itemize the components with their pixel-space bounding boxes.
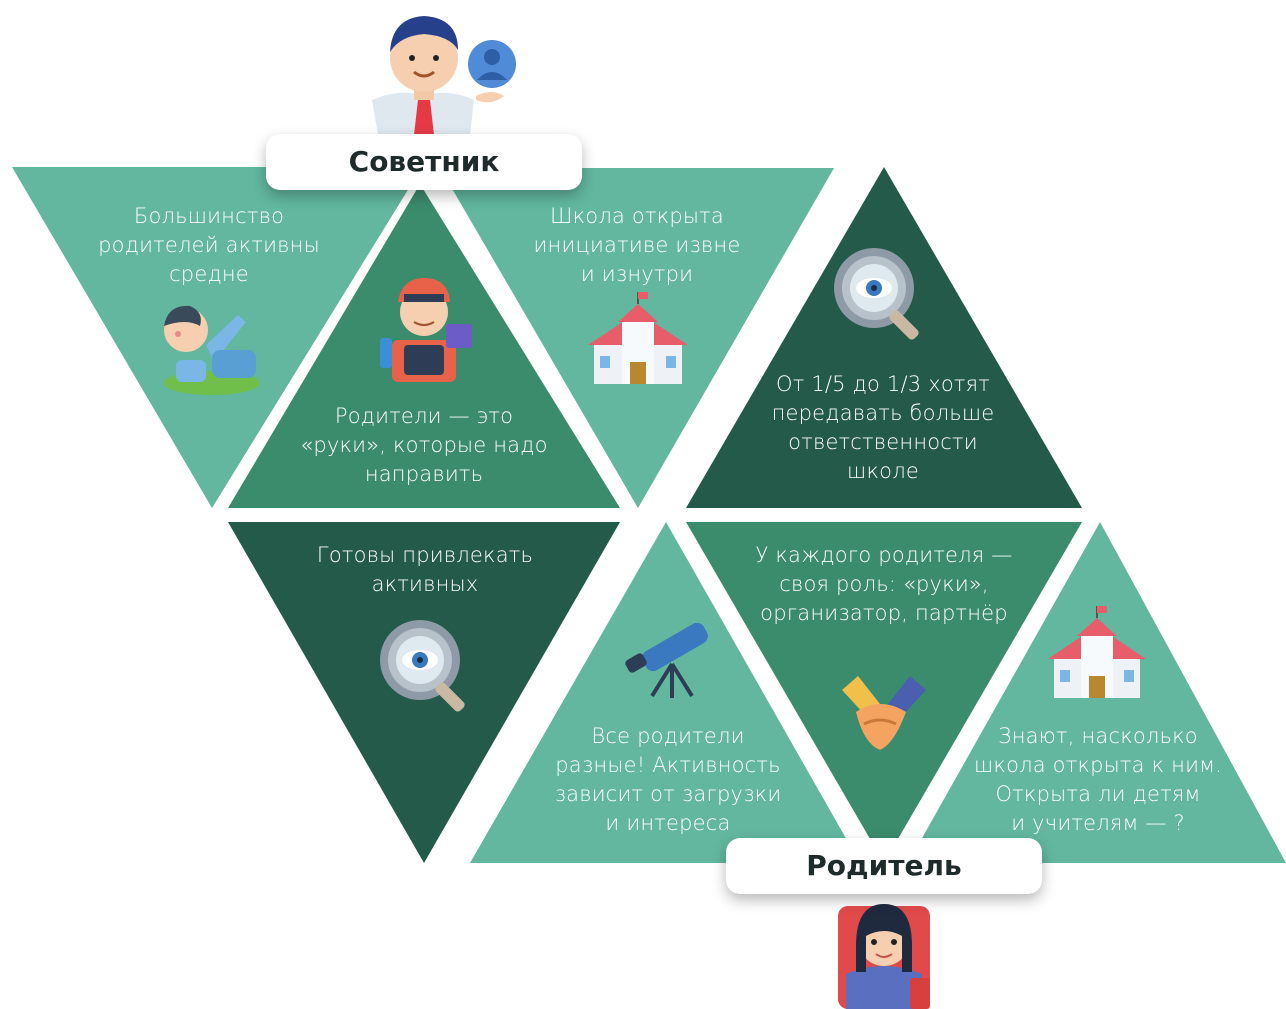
gear-eye-magnifier-icon xyxy=(834,248,919,340)
triangle-5 xyxy=(470,522,860,863)
child-exercise-icon xyxy=(164,305,260,395)
handshake-pens-icon xyxy=(842,676,926,750)
telescope-icon xyxy=(625,622,708,698)
advisor-man-icon xyxy=(372,16,504,135)
triangle-text-6: У каждого родителя —своя роль: «руки»,ор… xyxy=(755,543,1013,625)
triangle-6 xyxy=(686,522,1082,863)
triangle-3 xyxy=(686,167,1082,508)
school-building-icon xyxy=(1048,606,1146,698)
parent-label: Родитель xyxy=(726,838,1042,894)
worker-tools-icon xyxy=(380,278,472,382)
advisor-label: Советник xyxy=(266,134,582,190)
school-building-icon xyxy=(588,292,688,384)
gear-eye-magnifier-icon xyxy=(380,620,465,712)
parent-woman-icon xyxy=(838,904,930,1009)
user-avatar-icon xyxy=(468,40,516,88)
